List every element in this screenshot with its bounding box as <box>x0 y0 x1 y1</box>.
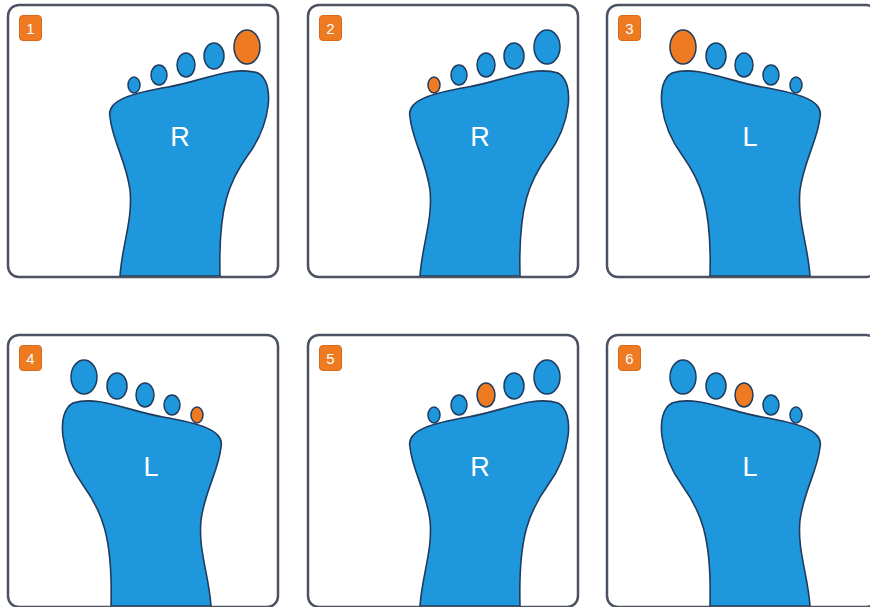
toe <box>71 360 97 394</box>
foot-letter: R <box>470 122 490 152</box>
foot-outline <box>8 5 278 276</box>
toe <box>204 43 224 69</box>
toe <box>451 395 467 415</box>
callout-number: 6 <box>618 345 641 371</box>
foot-shape: L <box>607 5 870 276</box>
toe <box>534 360 560 394</box>
foot-sole <box>110 71 269 276</box>
foot-outline <box>607 335 870 606</box>
panel-frame <box>607 335 870 607</box>
callout-number-text: 6 <box>625 351 633 366</box>
foot-sole <box>661 401 820 606</box>
toe <box>790 77 802 93</box>
toe <box>428 77 440 93</box>
toe <box>504 43 524 69</box>
foot-letter-holder: L <box>742 124 757 151</box>
toe <box>234 30 260 64</box>
callout-number: 1 <box>19 15 42 41</box>
toe <box>191 407 203 423</box>
toe <box>504 373 524 399</box>
toe <box>670 360 696 394</box>
foot-sole <box>661 71 820 276</box>
callout-number-text: 4 <box>26 351 34 366</box>
foot-letter: R <box>170 122 190 152</box>
foot-letter-holder: R <box>170 124 190 151</box>
toe <box>735 53 753 77</box>
toe <box>790 407 802 423</box>
toe <box>164 395 180 415</box>
toe <box>670 30 696 64</box>
callout-number: 4 <box>19 345 42 371</box>
toe <box>107 373 127 399</box>
foot-shape: L <box>607 335 870 606</box>
toe <box>763 395 779 415</box>
foot-outline <box>308 335 578 606</box>
foot-letter: L <box>143 452 158 482</box>
foot-shape: R <box>308 335 578 606</box>
toe <box>451 65 467 85</box>
callout-number-text: 5 <box>326 351 334 366</box>
foot-shape: R <box>8 5 278 276</box>
callout-number-text: 1 <box>26 21 34 36</box>
panel-frame <box>8 5 278 277</box>
foot-sole <box>410 71 569 276</box>
foot-shape: R <box>308 5 578 276</box>
toe <box>763 65 779 85</box>
panel-frame <box>308 5 578 277</box>
panel-frame <box>308 335 578 607</box>
toe <box>477 383 495 407</box>
panel-frame <box>8 335 278 607</box>
foot-letter-holder: L <box>143 454 158 481</box>
foot-letter: L <box>742 452 757 482</box>
callout-number: 2 <box>319 15 342 41</box>
callout-number-text: 2 <box>326 21 334 36</box>
panel-frame <box>607 5 870 277</box>
toe <box>735 383 753 407</box>
toe <box>534 30 560 64</box>
foot-sole <box>62 401 221 606</box>
foot-outline <box>607 5 870 276</box>
foot-letter-holder: R <box>470 124 490 151</box>
foot-outline <box>308 5 578 276</box>
foot-sole <box>410 401 569 606</box>
toe <box>706 373 726 399</box>
callout-number: 5 <box>319 345 342 371</box>
foot-letter-holder: R <box>470 454 490 481</box>
foot-letter: L <box>742 122 757 152</box>
foot-letter: R <box>470 452 490 482</box>
callout-number: 3 <box>618 15 641 41</box>
toe <box>136 383 154 407</box>
foot-shape: L <box>8 335 278 606</box>
toe <box>706 43 726 69</box>
toe <box>477 53 495 77</box>
toe <box>177 53 195 77</box>
callout-number-text: 3 <box>625 21 633 36</box>
foot-outline <box>8 335 278 606</box>
foot-letter-holder: L <box>742 454 757 481</box>
toe <box>428 407 440 423</box>
toe <box>128 77 140 93</box>
toe <box>151 65 167 85</box>
